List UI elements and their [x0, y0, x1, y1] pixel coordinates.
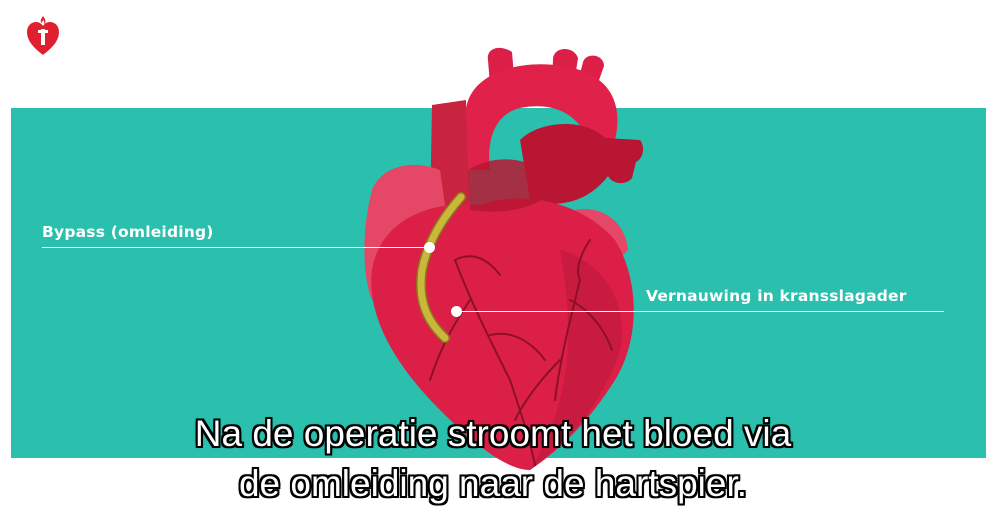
- subtitle-line-2: de omleiding naar de hartspier.: [0, 462, 986, 506]
- stenosis-marker-dot: [451, 306, 462, 317]
- subtitle-line-1: Na de operatie stroomt het bloed via: [0, 412, 986, 456]
- stenosis-callout-line: [457, 311, 944, 312]
- bypass-callout-line: [42, 247, 430, 248]
- bypass-marker-dot: [424, 242, 435, 253]
- bypass-label: Bypass (omleiding): [42, 223, 214, 241]
- stenosis-label: Vernauwing in kransslagader: [646, 287, 907, 305]
